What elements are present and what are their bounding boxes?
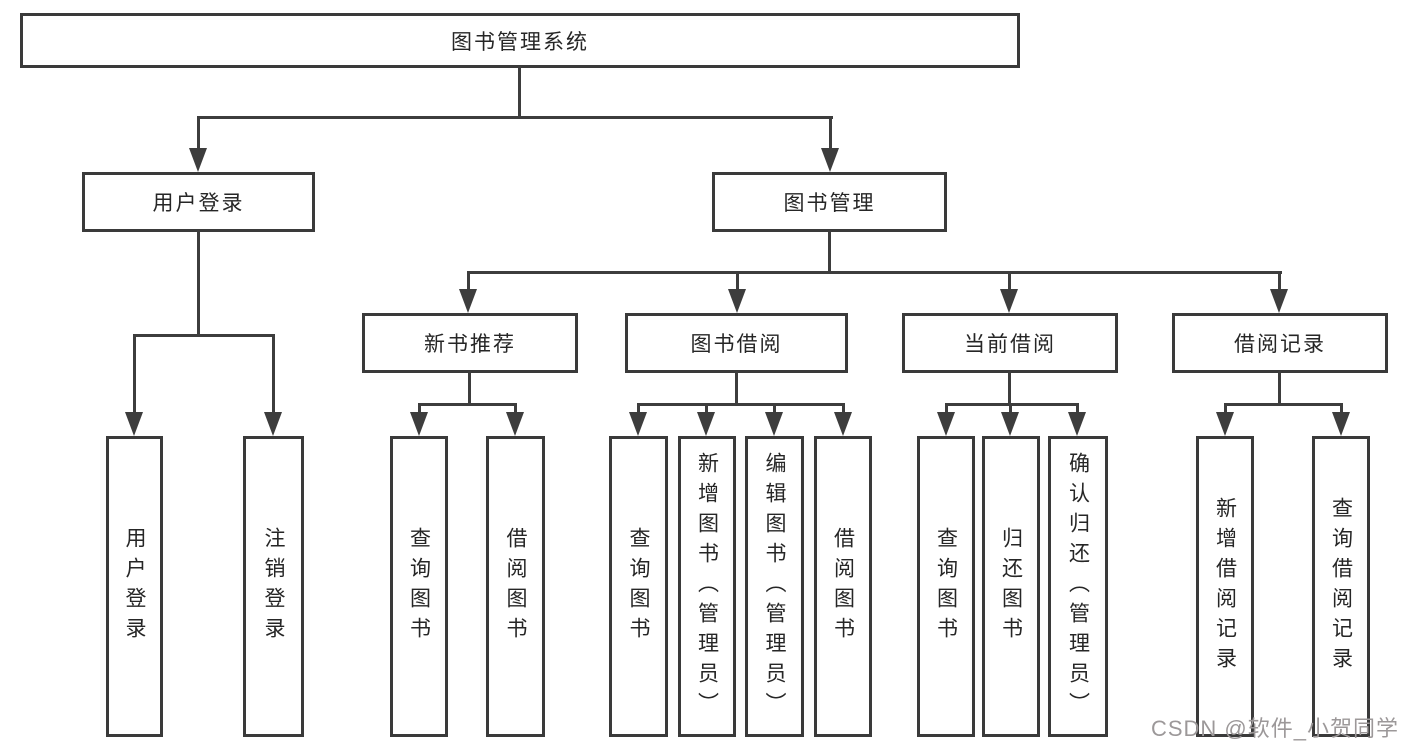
leaf-add-borrow-record: 新增借阅记录 bbox=[1196, 436, 1254, 737]
connector-drop-borrow-records bbox=[1278, 271, 1281, 291]
arrowhead-current-borrow-icon bbox=[1000, 289, 1018, 313]
leaf-confirm-return-admin-label: 确认归还（管理员） bbox=[1066, 451, 1090, 722]
leaf-return-books: 归还图书 bbox=[982, 436, 1040, 737]
node-new-book-recommendation: 新书推荐 bbox=[362, 313, 578, 373]
leaf-edit-book-admin-label: 编辑图书（管理员） bbox=[763, 451, 786, 722]
connector-new-book-crossbar bbox=[418, 403, 517, 406]
leaf-return-books-label: 归还图书 bbox=[999, 526, 1023, 647]
node-library-system-label: 图书管理系统 bbox=[451, 30, 589, 54]
arrowhead-leaf-user-login-icon bbox=[125, 412, 143, 436]
node-book-borrowing: 图书借阅 bbox=[625, 313, 848, 373]
leaf-add-borrow-record-label: 新增借阅记录 bbox=[1213, 496, 1237, 677]
connector-new-book-stem bbox=[468, 371, 471, 406]
leaf-query-books-borrowing: 查询图书 bbox=[609, 436, 668, 737]
arrowhead-cb-confirm-icon bbox=[1068, 412, 1086, 436]
leaf-borrow-books-recommend: 借阅图书 bbox=[486, 436, 545, 737]
connector-drop-cb-return bbox=[1009, 403, 1012, 415]
leaf-add-book-admin: 新增图书（管理员） bbox=[678, 436, 736, 737]
leaf-logout-label: 注销登录 bbox=[262, 526, 285, 647]
csdn-watermark: CSDN @软件_小贺同学 bbox=[1150, 716, 1399, 741]
connector-root-crossbar bbox=[197, 116, 833, 119]
connector-drop-br-query bbox=[1340, 403, 1343, 415]
arrowhead-cb-return-icon bbox=[1001, 412, 1019, 436]
leaf-borrow-books-borrowing-label: 借阅图书 bbox=[831, 526, 855, 647]
arrowhead-br-add-icon bbox=[1216, 412, 1234, 436]
arrowhead-cb-query-icon bbox=[937, 412, 955, 436]
connector-drop-book-borrow bbox=[736, 271, 739, 291]
connector-drop-user-login bbox=[197, 116, 200, 152]
arrowhead-br-query-icon bbox=[1332, 412, 1350, 436]
leaf-query-books-recommend: 查询图书 bbox=[390, 436, 448, 737]
node-new-book-recommendation-label: 新书推荐 bbox=[424, 333, 516, 356]
connector-drop-nb-query bbox=[418, 403, 421, 415]
arrowhead-book-management-icon bbox=[821, 148, 839, 172]
node-book-management-label: 图书管理 bbox=[783, 192, 876, 215]
connector-book-management-crossbar bbox=[467, 271, 1282, 274]
arrowhead-book-borrow-icon bbox=[728, 289, 746, 313]
arrowhead-bb-borrow-icon bbox=[834, 412, 852, 436]
connector-current-borrow-stem bbox=[1008, 371, 1011, 406]
connector-borrow-records-stem bbox=[1278, 371, 1281, 406]
connector-borrow-records-crossbar bbox=[1224, 403, 1343, 406]
arrowhead-leaf-logout-icon bbox=[264, 412, 282, 436]
node-user-login: 用户登录 bbox=[82, 172, 315, 232]
connector-user-login-stem bbox=[197, 230, 200, 336]
leaf-borrow-books-borrowing: 借阅图书 bbox=[814, 436, 872, 737]
leaf-borrow-books-recommend-label: 借阅图书 bbox=[504, 526, 527, 647]
connector-drop-bb-add bbox=[705, 403, 708, 415]
connector-drop-br-add bbox=[1224, 403, 1227, 415]
leaf-edit-book-admin: 编辑图书（管理员） bbox=[745, 436, 804, 737]
node-book-borrowing-label: 图书借阅 bbox=[690, 333, 783, 356]
node-book-management: 图书管理 bbox=[712, 172, 947, 232]
arrowhead-nb-query-icon bbox=[410, 412, 428, 436]
node-borrowing-records-label: 借阅记录 bbox=[1234, 333, 1326, 356]
connector-book-borrow-crossbar bbox=[637, 403, 845, 406]
connector-user-login-crossbar bbox=[133, 334, 275, 337]
node-current-borrowing-label: 当前借阅 bbox=[964, 333, 1056, 356]
arrowhead-nb-borrow-icon bbox=[506, 412, 524, 436]
node-library-system: 图书管理系统 bbox=[20, 13, 1020, 68]
connector-drop-bb-query bbox=[637, 403, 640, 415]
connector-drop-nb-borrow bbox=[514, 403, 517, 415]
connector-root-stem bbox=[518, 66, 521, 119]
connector-drop-bb-edit bbox=[773, 403, 776, 415]
node-user-login-label: 用户登录 bbox=[152, 192, 245, 215]
connector-drop-leaf-user-login bbox=[133, 334, 136, 414]
leaf-user-login: 用户登录 bbox=[106, 436, 163, 737]
leaf-query-books-current: 查询图书 bbox=[917, 436, 975, 737]
leaf-add-book-admin-label: 新增图书（管理员） bbox=[695, 451, 719, 722]
connector-drop-cb-confirm bbox=[1076, 403, 1079, 415]
arrowhead-bb-add-icon bbox=[697, 412, 715, 436]
leaf-query-borrow-record: 查询借阅记录 bbox=[1312, 436, 1370, 737]
connector-drop-bb-borrow bbox=[842, 403, 845, 415]
arrowhead-user-login-icon bbox=[189, 148, 207, 172]
leaf-user-login-label: 用户登录 bbox=[123, 526, 146, 647]
node-current-borrowing: 当前借阅 bbox=[902, 313, 1118, 373]
arrowhead-borrow-records-icon bbox=[1270, 289, 1288, 313]
connector-current-borrow-crossbar bbox=[945, 403, 1079, 406]
connector-drop-book-management bbox=[829, 116, 832, 152]
leaf-query-books-borrowing-label: 查询图书 bbox=[627, 526, 650, 647]
node-borrowing-records: 借阅记录 bbox=[1172, 313, 1388, 373]
connector-drop-current-borrow bbox=[1008, 271, 1011, 291]
connector-drop-new-book bbox=[467, 271, 470, 291]
leaf-query-borrow-record-label: 查询借阅记录 bbox=[1329, 496, 1353, 677]
leaf-confirm-return-admin: 确认归还（管理员） bbox=[1048, 436, 1108, 737]
arrowhead-bb-query-icon bbox=[629, 412, 647, 436]
leaf-query-books-current-label: 查询图书 bbox=[934, 526, 958, 647]
arrowhead-new-book-icon bbox=[459, 289, 477, 313]
leaf-query-books-recommend-label: 查询图书 bbox=[407, 526, 431, 647]
connector-drop-cb-query bbox=[945, 403, 948, 415]
arrowhead-bb-edit-icon bbox=[765, 412, 783, 436]
connector-book-management-stem bbox=[828, 230, 831, 274]
leaf-logout: 注销登录 bbox=[243, 436, 304, 737]
connector-book-borrow-stem bbox=[735, 371, 738, 406]
connector-drop-leaf-logout bbox=[272, 334, 275, 414]
